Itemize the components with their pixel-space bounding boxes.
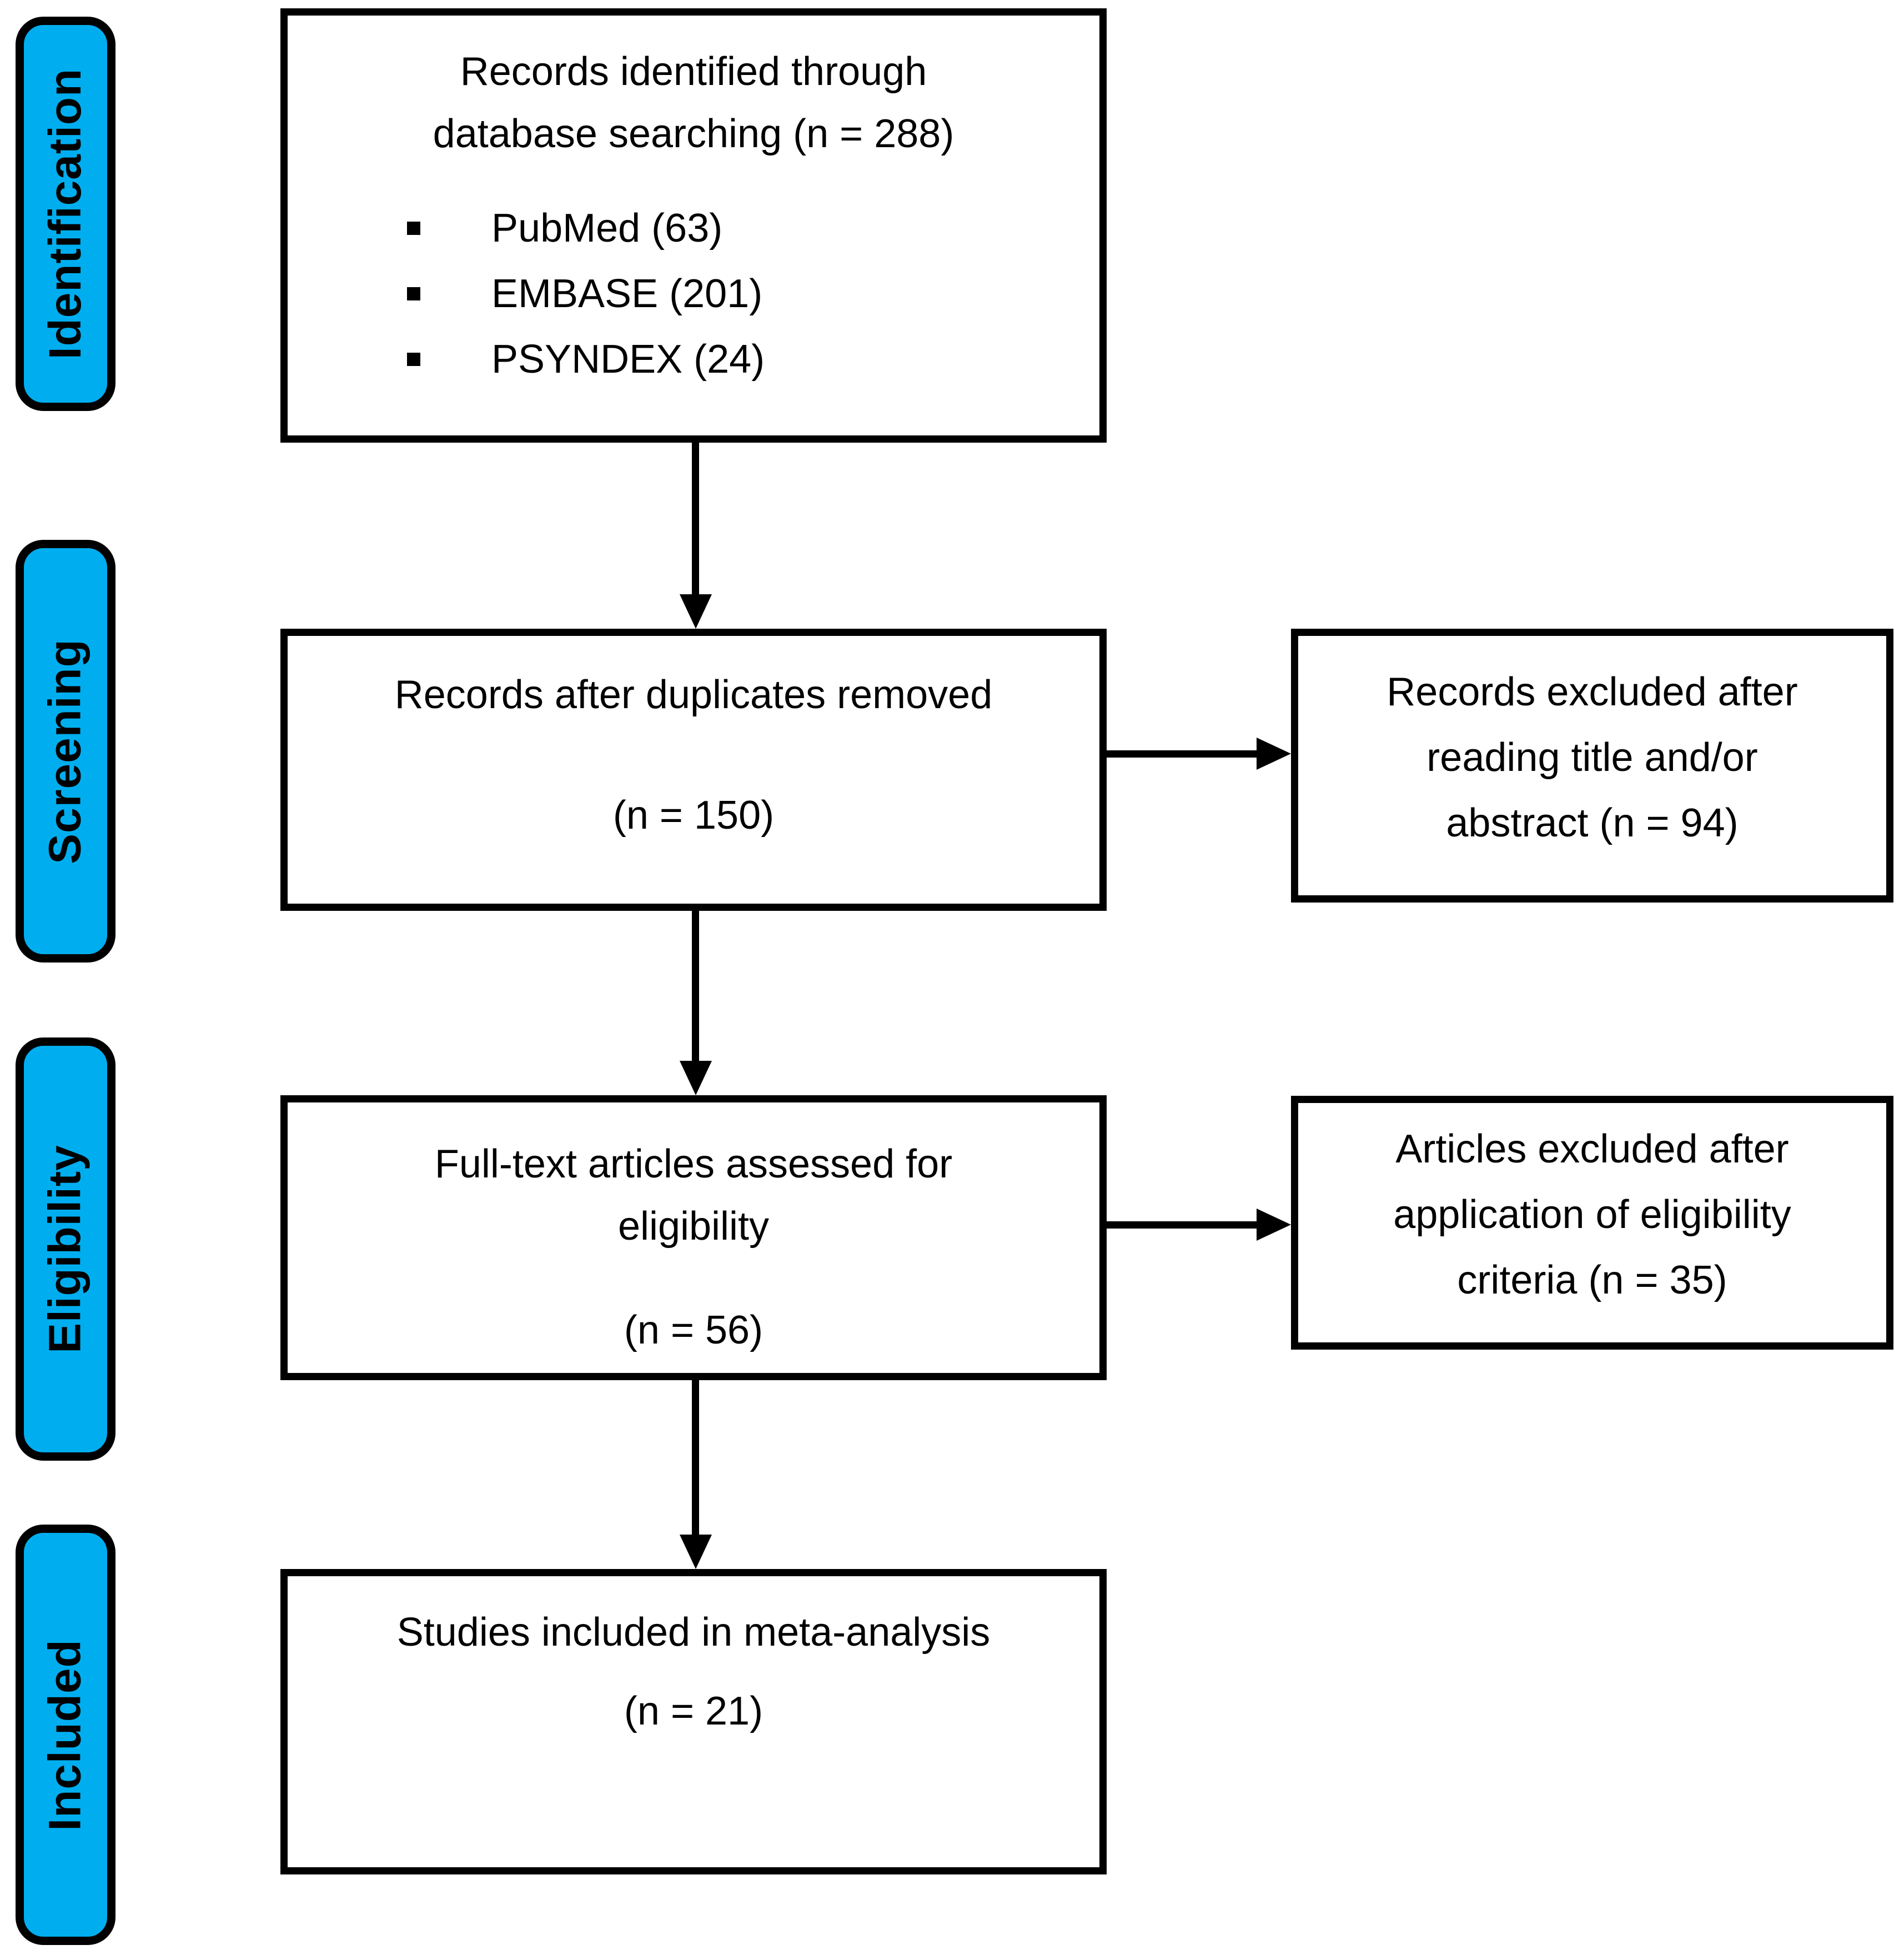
box-excluded-title-abstract-line1: Records excluded after — [1386, 669, 1798, 714]
down-arrow-duplicates-to-fulltext — [692, 911, 699, 1061]
box-excluded-criteria-line1: Articles excluded after — [1395, 1126, 1789, 1171]
database-embase-label: EMBASE (201) — [491, 272, 763, 316]
stage-eligibility-label: Eligibility — [40, 1145, 91, 1354]
box-included-meta-analysis: Studies included in meta-analysis (n = 2… — [280, 1569, 1107, 1874]
bullet-square-icon — [407, 287, 420, 300]
box-duplicates-removed-line1: Records after duplicates removed — [394, 673, 993, 717]
box-records-identified-line1: Records identified through — [460, 49, 927, 94]
stage-screening: Screening — [16, 540, 115, 963]
right-arrow-fulltext-to-excluded — [1107, 1221, 1257, 1229]
box-duplicates-removed: Records after duplicates removed (n = 15… — [280, 629, 1107, 911]
box-fulltext-assessed-line2: eligibility — [617, 1204, 770, 1249]
box-included-meta-analysis-line1: Studies included in meta-analysis — [396, 1610, 991, 1655]
stage-identification: Identification — [16, 17, 115, 411]
right-arrowhead-icon — [1257, 738, 1291, 770]
box-records-identified-line2: database searching (n = 288) — [433, 112, 954, 156]
stage-included: Included — [16, 1525, 115, 1945]
stage-identification-label: Identification — [40, 68, 91, 360]
down-arrowhead-icon — [680, 594, 712, 629]
bullet-square-icon — [407, 353, 420, 366]
database-pubmed-label: PubMed (63) — [491, 206, 723, 250]
down-arrow-fulltext-to-included — [692, 1380, 699, 1535]
stage-screening-label: Screening — [40, 638, 91, 864]
box-excluded-criteria: Articles excluded after application of e… — [1291, 1096, 1893, 1350]
database-psyndex-label: PSYNDEX (24) — [491, 337, 765, 382]
bullet-square-icon — [407, 222, 420, 235]
box-duplicates-removed-count: (n = 150) — [612, 793, 775, 838]
stage-eligibility: Eligibility — [16, 1037, 115, 1461]
right-arrowhead-icon — [1257, 1209, 1291, 1241]
database-bullet-list: PubMed (63) EMBASE (201) PSYNDEX (24) — [407, 196, 1099, 392]
box-excluded-title-abstract-line3: abstract (n = 94) — [1446, 800, 1739, 845]
list-item: PubMed (63) — [407, 196, 1099, 261]
right-arrow-duplicates-to-excluded — [1107, 750, 1257, 758]
box-excluded-title-abstract: Records excluded after reading title and… — [1291, 629, 1893, 903]
down-arrowhead-icon — [680, 1061, 712, 1095]
box-excluded-criteria-line3: criteria (n = 35) — [1457, 1257, 1727, 1302]
box-excluded-title-abstract-line2: reading title and/or — [1426, 735, 1758, 780]
down-arrowhead-icon — [680, 1535, 712, 1569]
box-included-meta-analysis-count: (n = 21) — [624, 1689, 763, 1733]
box-records-identified: Records identified through database sear… — [280, 8, 1107, 443]
list-item: PSYNDEX (24) — [407, 327, 1099, 392]
box-fulltext-assessed: Full-text articles assessed for eligibil… — [280, 1095, 1107, 1380]
stage-included-label: Included — [40, 1638, 91, 1831]
box-fulltext-assessed-count: (n = 56) — [624, 1308, 763, 1352]
box-excluded-criteria-line2: application of eligibility — [1393, 1192, 1791, 1237]
box-fulltext-assessed-line1: Full-text articles assessed for — [434, 1142, 953, 1186]
down-arrow-identified-to-duplicates — [692, 443, 699, 594]
list-item: EMBASE (201) — [407, 261, 1099, 327]
